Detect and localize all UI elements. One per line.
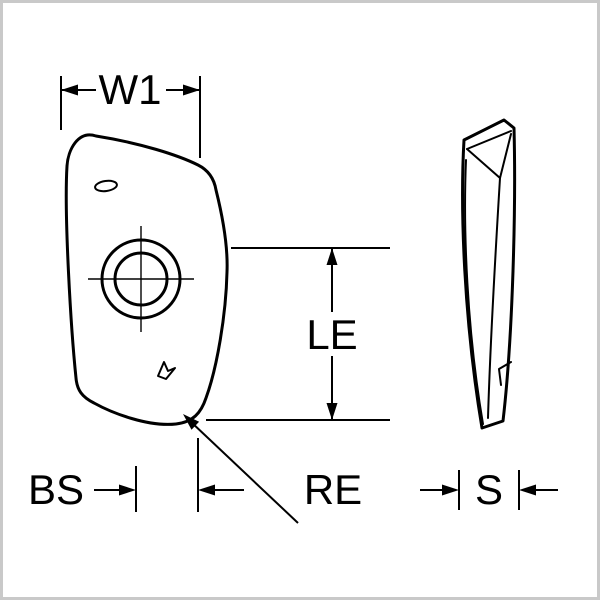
w1-arrowhead-left xyxy=(61,84,78,96)
re-label: RE xyxy=(304,466,362,513)
bs-arrowhead-right xyxy=(198,484,215,496)
face-oval-detail xyxy=(94,179,118,193)
bs-arrowhead-left xyxy=(119,484,136,496)
side-facet-face-line xyxy=(487,177,501,419)
insert-side-view xyxy=(461,118,517,430)
le-arrowhead-bottom xyxy=(326,403,338,420)
w1-label: W1 xyxy=(99,66,162,113)
dimension-s: S xyxy=(420,466,558,513)
re-leader-line xyxy=(189,420,299,524)
insert-front-view xyxy=(64,133,229,426)
s-label: S xyxy=(475,466,503,513)
insert-side-body xyxy=(461,118,517,430)
side-facet-top-edge xyxy=(466,130,512,150)
bs-label: BS xyxy=(28,466,84,513)
side-facet-left-line xyxy=(464,159,484,425)
side-facet-notch xyxy=(498,361,512,386)
insert-front-body xyxy=(64,133,229,426)
le-arrowhead-top xyxy=(326,248,338,265)
dimension-bs: BS xyxy=(28,438,244,513)
dimension-w1: W1 xyxy=(60,66,201,158)
center-hole xyxy=(88,226,194,332)
w1-arrowhead-right xyxy=(183,84,200,96)
le-label: LE xyxy=(306,311,357,358)
face-corner-mark xyxy=(157,361,176,380)
dimension-re: RE xyxy=(183,414,362,524)
side-view-facet-lines xyxy=(464,130,512,425)
s-arrowhead-left xyxy=(442,484,459,496)
re-arrowhead xyxy=(183,414,200,430)
dimension-le: LE xyxy=(206,247,390,421)
